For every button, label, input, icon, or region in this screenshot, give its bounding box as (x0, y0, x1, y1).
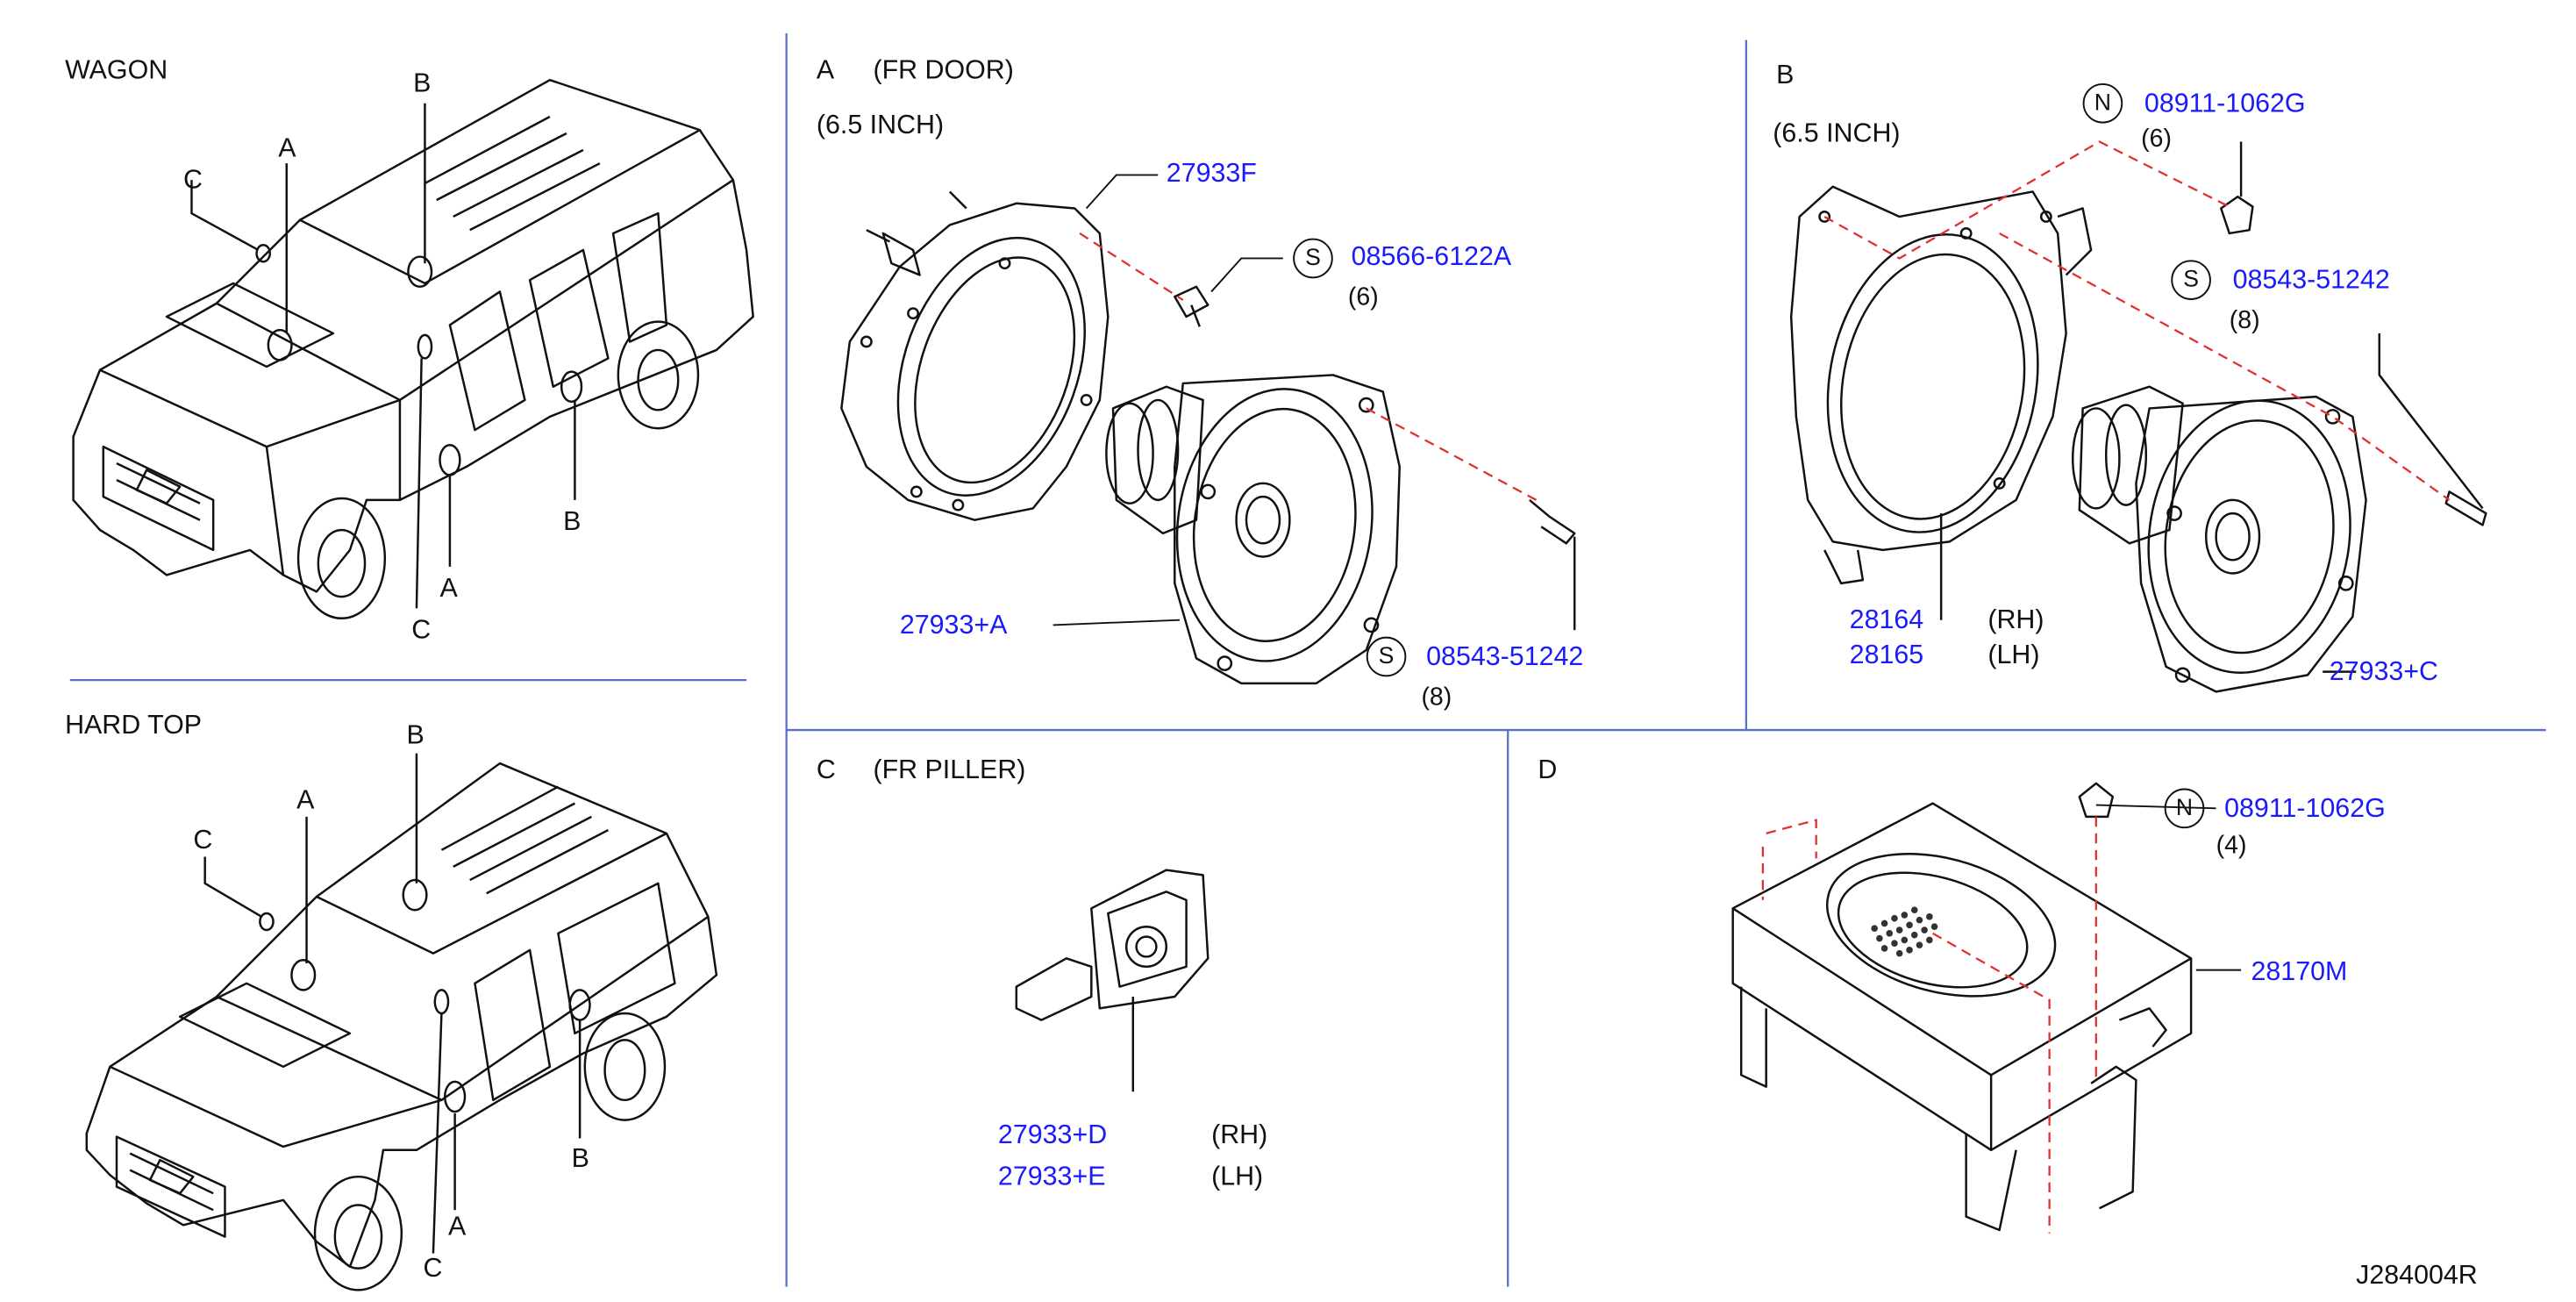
hardtop-callout-a-door: A (448, 1213, 467, 1242)
side-28165: (LH) (1987, 641, 2040, 670)
part-28170m[interactable]: 28170M (2251, 958, 2348, 987)
part-08566-6122a[interactable]: 08566-6122A (1351, 243, 1512, 272)
screw-symbol: S (1366, 636, 1407, 677)
fr-pillar-tweeter (1015, 869, 1210, 1092)
wagon-callout-a-door: A (439, 575, 458, 604)
nut-symbol: N (2164, 788, 2205, 829)
qty-08543-51242-b: (8) (2229, 306, 2260, 335)
b-bracket-speaker-assembly (1789, 141, 2487, 693)
subwoofer-grille-dots (1871, 906, 1938, 957)
fr-door-speaker-assembly (840, 190, 1576, 685)
section-c-letter: C (816, 756, 836, 785)
hardtop-callout-c-pillar: C (423, 1255, 443, 1284)
side-27933-d: (RH) (1211, 1121, 1268, 1150)
part-08543-51242-a[interactable]: 08543-51242 (1426, 643, 1584, 672)
side-28164: (RH) (1987, 606, 2044, 635)
wagon-callout-c-pillar: C (411, 616, 432, 646)
part-28164[interactable]: 28164 (1849, 606, 1924, 635)
section-a-letter: A (816, 56, 835, 85)
part-28165[interactable]: 28165 (1849, 641, 1924, 670)
section-a-size: (6.5 INCH) (816, 111, 945, 140)
part-27933-a[interactable]: 27933+A (899, 612, 1008, 640)
screw-symbol: S (1293, 238, 1333, 279)
wagon-callout-b: B (413, 69, 432, 99)
part-27933-d[interactable]: 27933+D (997, 1121, 1108, 1150)
part-27933-e[interactable]: 27933+E (997, 1162, 1106, 1192)
section-b-size: (6.5 INCH) (1773, 119, 1901, 149)
side-27933-e: (LH) (1211, 1162, 1264, 1192)
wagon-label: WAGON (65, 56, 168, 85)
hard-top-label: HARD TOP (65, 712, 203, 740)
qty-08543-51242-a: (8) (1421, 683, 1452, 712)
diagram-id: J284004R (2356, 1262, 2478, 1291)
part-08543-51242-b[interactable]: 08543-51242 (2232, 266, 2390, 296)
wagon-callout-a: A (278, 134, 296, 164)
screw-symbol: S (2171, 260, 2211, 300)
part-27933f[interactable]: 27933F (1166, 160, 1257, 189)
wagon-callout-b-door: B (563, 508, 582, 537)
qty-08911-1062g-d: (4) (2216, 831, 2247, 861)
assembly-dash-lines (1079, 140, 2451, 1234)
section-b-letter: B (1776, 61, 1795, 90)
part-08911-1062g-d[interactable]: 08911-1062G (2224, 795, 2386, 824)
hardtop-callout-c: C (193, 826, 213, 855)
hardtop-callout-b-door: B (571, 1145, 589, 1174)
hardtop-callout-b: B (406, 721, 425, 750)
section-a-title: (FR DOOR) (873, 56, 1014, 85)
leader-lines (1053, 174, 2242, 971)
section-d-letter: D (1538, 756, 1558, 785)
section-dividers (69, 32, 2546, 1287)
section-c-title: (FR PILLER) (873, 756, 1026, 785)
subwoofer-unit (1731, 782, 2193, 1232)
wagon-vehicle (72, 78, 754, 620)
qty-08911-1062g-b: (6) (2141, 125, 2172, 154)
hardtop-vehicle (85, 753, 718, 1291)
part-08911-1062g-b[interactable]: 08911-1062G (2144, 89, 2306, 118)
qty-08566-6122a: (6) (1347, 283, 1379, 312)
part-27933-c[interactable]: 27933+C (2329, 658, 2439, 687)
hardtop-callout-a: A (296, 786, 315, 815)
nut-symbol: N (2082, 82, 2123, 124)
wagon-callout-c: C (182, 166, 203, 196)
